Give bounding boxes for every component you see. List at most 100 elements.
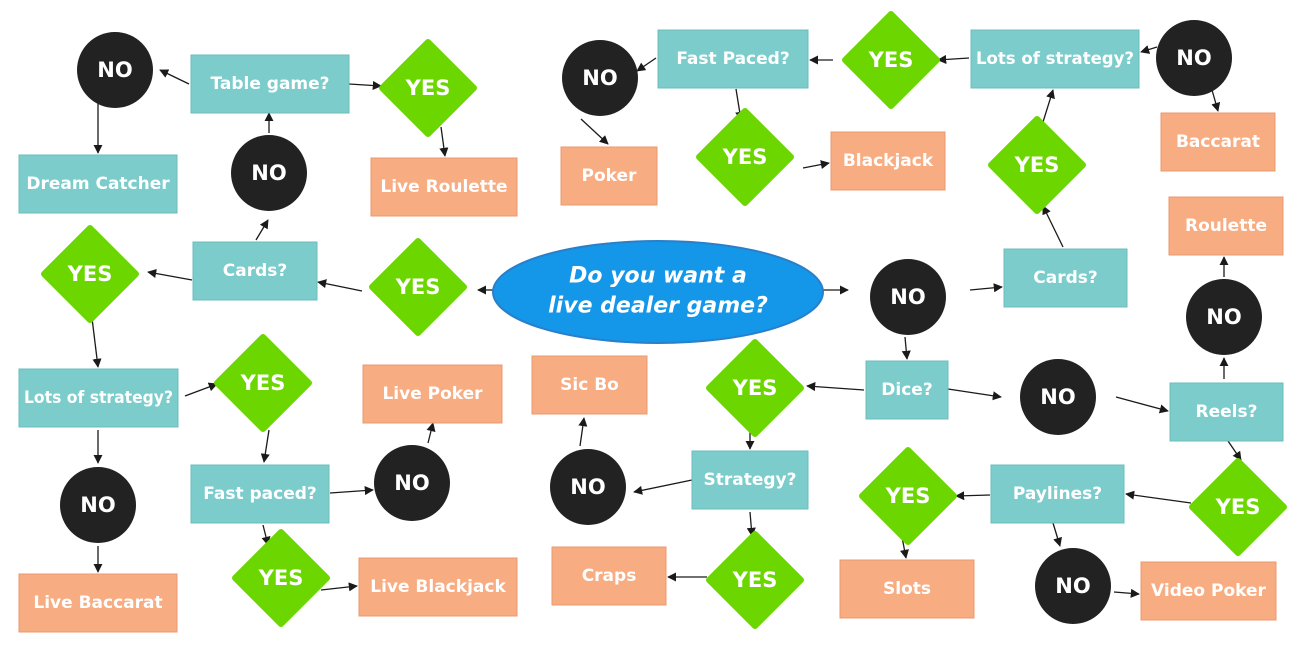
q-strategy-right: Lots of strategy? (970, 29, 1140, 89)
question-label: Table game? (210, 74, 329, 94)
yes-6: YES (369, 238, 467, 336)
result-label: Live Poker (382, 384, 483, 404)
question-label: Strategy? (704, 470, 797, 490)
yes-label: YES (1215, 495, 1261, 519)
no-circle (231, 135, 307, 211)
no-9: NO (374, 445, 450, 521)
no-label: NO (394, 471, 429, 495)
flowchart-nodes: Table game? Cards? Lots of strategy? Fast p… (18, 11, 1287, 633)
connector-arrow (1052, 522, 1062, 547)
result-label: Poker (582, 166, 638, 186)
yes-label: YES (258, 566, 304, 590)
yes-11: YES (232, 529, 330, 627)
question-label: Paylines? (1013, 484, 1102, 504)
result-box (370, 157, 518, 217)
r-baccarat: Baccarat (1160, 112, 1276, 172)
yes-diamond (379, 39, 477, 137)
connector-arrow (1227, 440, 1242, 461)
result-label: Live Roulette (380, 177, 507, 197)
q-paylines: Paylines? (990, 464, 1125, 524)
yes-diamond (41, 225, 139, 323)
connector-arrow (1113, 588, 1140, 598)
result-box (551, 546, 667, 606)
connector-arrow (91, 317, 102, 368)
question-box (657, 29, 809, 89)
connector-arrow (955, 491, 991, 501)
no-circle (550, 449, 626, 525)
result-label: Baccarat (1176, 132, 1260, 152)
no-circle (1035, 548, 1111, 624)
question-label: Dice? (881, 380, 932, 400)
result-box (18, 573, 178, 633)
no-circle (562, 40, 638, 116)
yes-diamond (706, 339, 804, 437)
yes-label: YES (1014, 153, 1060, 177)
no-4: NO (1156, 20, 1232, 96)
question-box (865, 360, 949, 420)
yes-12: YES (706, 531, 804, 629)
yes-label: YES (732, 376, 778, 400)
question-label: Lots of strategy? (976, 49, 1134, 69)
connector-arrow (320, 582, 358, 592)
question-label: Cards? (1033, 268, 1097, 288)
no-label: NO (1176, 46, 1211, 70)
no-circle (374, 445, 450, 521)
q-cards-left: Cards? (192, 241, 318, 301)
start-oval (492, 240, 824, 344)
connector-arrow (901, 336, 911, 360)
result-label: Roulette (1185, 216, 1267, 236)
result-label: Craps (582, 566, 637, 586)
result-box (531, 355, 648, 415)
question-label: Cards? (223, 261, 287, 281)
question-box (190, 54, 350, 114)
no-label: NO (1206, 305, 1241, 329)
result-box (830, 131, 946, 191)
q-dice: Dice? (865, 360, 949, 420)
yes-10: YES (1189, 458, 1287, 556)
connector-arrow (633, 479, 693, 495)
no-5: NO (870, 259, 946, 335)
connector-arrow (255, 219, 269, 241)
question-label: Dream Catcher (26, 174, 170, 194)
no-circle (1156, 20, 1232, 96)
connector-arrow (317, 279, 363, 292)
yes-diamond (696, 108, 794, 206)
yes-diamond (1189, 458, 1287, 556)
connector-arrow (426, 422, 436, 444)
yes-5: YES (41, 225, 139, 323)
connector-arrow (802, 160, 830, 170)
no-circle (60, 467, 136, 543)
connector-arrow (329, 486, 374, 496)
r-slots: Slots (839, 559, 975, 619)
result-label: Live Baccarat (33, 593, 162, 613)
yes-diamond (859, 447, 957, 545)
connector-arrow (348, 80, 382, 91)
result-box (1160, 112, 1276, 172)
yes-7: YES (214, 334, 312, 432)
q-cards-right: Cards? (1003, 248, 1128, 308)
q-fast-paced-left: Fast paced? (190, 464, 330, 524)
no-11: NO (1035, 548, 1111, 624)
result-box (560, 146, 658, 206)
q-reels: Reels? (1169, 382, 1284, 442)
yes-label: YES (722, 145, 768, 169)
question-label: Lots of strategy? (24, 388, 173, 408)
question-box (990, 464, 1125, 524)
result-label: Live Blackjack (370, 577, 506, 597)
yes-8: YES (706, 339, 804, 437)
r-sic-bo: Sic Bo (531, 355, 648, 415)
yes-diamond (214, 334, 312, 432)
no-label: NO (97, 58, 132, 82)
result-label: Blackjack (843, 151, 934, 171)
start-question-line2: live dealer game? (548, 294, 768, 319)
connector-arrow (806, 382, 865, 392)
result-label: Slots (883, 579, 931, 599)
yes-label: YES (240, 371, 286, 395)
question-label: Reels? (1196, 402, 1258, 422)
yes-diamond (842, 11, 940, 109)
q-fast-paced-top: Fast Paced? (657, 29, 809, 89)
yes-9: YES (859, 447, 957, 545)
connector-arrow (1042, 205, 1064, 248)
connector-arrow (578, 417, 588, 447)
